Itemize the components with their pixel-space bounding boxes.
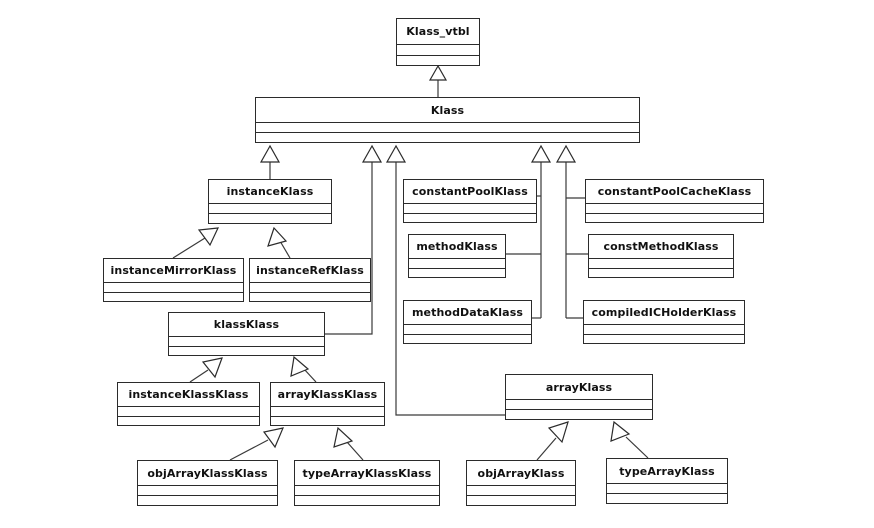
edge-typearrayklassklass-to-arrayklassklass: [333, 426, 364, 461]
uml-operations-compartment-compiledICHolderKlass: [584, 335, 744, 344]
uml-class-name-arrayKlass: arrayKlass: [506, 375, 652, 400]
uml-operations-compartment-arrayKlassKlass: [271, 417, 384, 426]
edge-klass-to-klass-vtbl: [428, 64, 448, 97]
uml-attributes-compartment-instanceKlass: [209, 204, 331, 214]
uml-attributes-compartment-klass: [256, 123, 639, 133]
uml-class-name-instanceRefKlass: instanceRefKlass: [250, 259, 370, 283]
uml-attributes-compartment-methodDataKlass: [404, 325, 531, 335]
uml-class-instanceMirrorKlass[interactable]: instanceMirrorKlass: [103, 258, 244, 302]
uml-attributes-compartment-constantPoolKlass: [404, 204, 536, 214]
uml-operations-compartment-typeArrayKlass: [607, 494, 727, 503]
uml-class-methodKlass[interactable]: methodKlass: [408, 234, 506, 278]
uml-class-arrayKlassKlass[interactable]: arrayKlassKlass: [270, 382, 385, 426]
uml-class-name-methodDataKlass: methodDataKlass: [404, 301, 531, 325]
uml-class-name-constantPoolCacheKlass: constantPoolCacheKlass: [586, 180, 763, 204]
uml-class-name-constMethodKlass: constMethodKlass: [589, 235, 733, 259]
uml-class-name-objArrayKlassKlass: objArrayKlassKlass: [138, 461, 277, 486]
edge-instancerefklass-to-instanceklass: [267, 226, 291, 259]
edge-middle-column-to-klass: [506, 144, 552, 319]
uml-attributes-compartment-arrayKlass: [506, 400, 652, 410]
uml-attributes-compartment-methodKlass: [409, 259, 505, 269]
uml-class-name-klass: Klass: [256, 98, 639, 123]
uml-operations-compartment-instanceKlassKlass: [118, 417, 259, 426]
uml-attributes-compartment-constantPoolCacheKlass: [586, 204, 763, 214]
uml-attributes-compartment-constMethodKlass: [589, 259, 733, 269]
uml-operations-compartment-instanceMirrorKlass: [104, 293, 243, 302]
uml-class-klassKlass[interactable]: klassKlass: [168, 312, 325, 356]
edge-instanceklassklass-to-klasskass: [189, 357, 223, 383]
edge-klasskass-to-klass: [325, 144, 383, 335]
uml-operations-compartment-instanceKlass: [209, 214, 331, 223]
uml-class-name-arrayKlassKlass: arrayKlassKlass: [271, 383, 384, 407]
uml-operations-compartment-methodDataKlass: [404, 335, 531, 344]
uml-attributes-compartment-compiledICHolderKlass: [584, 325, 744, 335]
uml-class-typeArrayKlassKlass[interactable]: typeArrayKlassKlass: [294, 460, 440, 506]
uml-attributes-compartment-typeArrayKlassKlass: [295, 486, 439, 496]
uml-class-name-typeArrayKlass: typeArrayKlass: [607, 459, 727, 484]
uml-class-name-instanceKlass: instanceKlass: [209, 180, 331, 204]
uml-class-instanceKlassKlass[interactable]: instanceKlassKlass: [117, 382, 260, 426]
uml-class-objArrayKlassKlass[interactable]: objArrayKlassKlass: [137, 460, 278, 506]
uml-attributes-compartment-instanceRefKlass: [250, 283, 370, 293]
edge-typearrayklass-to-arrayklass: [610, 420, 649, 459]
uml-operations-compartment-objArrayKlass: [467, 496, 575, 505]
uml-operations-compartment-klass: [256, 133, 639, 142]
edge-objarrayklass-to-arrayklass: [536, 421, 569, 461]
uml-class-klass[interactable]: Klass: [255, 97, 640, 143]
uml-operations-compartment-constMethodKlass: [589, 269, 733, 278]
uml-class-klass_vtbl[interactable]: Klass_vtbl: [396, 18, 480, 66]
uml-class-name-klass_vtbl: Klass_vtbl: [397, 19, 479, 45]
uml-attributes-compartment-objArrayKlass: [467, 486, 575, 496]
uml-class-instanceRefKlass[interactable]: instanceRefKlass: [249, 258, 371, 302]
uml-class-constantPoolCacheKlass[interactable]: constantPoolCacheKlass: [585, 179, 764, 223]
uml-class-constantPoolKlass[interactable]: constantPoolKlass: [403, 179, 537, 223]
uml-operations-compartment-arrayKlass: [506, 410, 652, 419]
uml-class-name-instanceKlassKlass: instanceKlassKlass: [118, 383, 259, 407]
uml-class-arrayKlass[interactable]: arrayKlass: [505, 374, 653, 420]
uml-class-name-typeArrayKlassKlass: typeArrayKlassKlass: [295, 461, 439, 486]
uml-operations-compartment-klass_vtbl: [397, 56, 479, 66]
uml-attributes-compartment-klassKlass: [169, 337, 324, 347]
uml-class-instanceKlass[interactable]: instanceKlass: [208, 179, 332, 224]
uml-operations-compartment-constantPoolKlass: [404, 214, 536, 223]
edge-instanceklass-to-klass: [259, 144, 281, 179]
uml-attributes-compartment-klass_vtbl: [397, 45, 479, 56]
uml-class-name-compiledICHolderKlass: compiledICHolderKlass: [584, 301, 744, 325]
uml-operations-compartment-klassKlass: [169, 347, 324, 356]
uml-class-constMethodKlass[interactable]: constMethodKlass: [588, 234, 734, 278]
uml-class-methodDataKlass[interactable]: methodDataKlass: [403, 300, 532, 344]
uml-class-name-objArrayKlass: objArrayKlass: [467, 461, 575, 486]
uml-operations-compartment-constantPoolCacheKlass: [586, 214, 763, 223]
uml-class-name-constantPoolKlass: constantPoolKlass: [404, 180, 536, 204]
edge-objarrayklassklass-to-arrayklassklass: [229, 427, 284, 461]
uml-class-name-methodKlass: methodKlass: [409, 235, 505, 259]
uml-attributes-compartment-arrayKlassKlass: [271, 407, 384, 417]
uml-class-name-instanceMirrorKlass: instanceMirrorKlass: [104, 259, 243, 283]
uml-class-typeArrayKlass[interactable]: typeArrayKlass: [606, 458, 728, 504]
uml-attributes-compartment-instanceKlassKlass: [118, 407, 259, 417]
uml-attributes-compartment-typeArrayKlass: [607, 484, 727, 494]
uml-attributes-compartment-instanceMirrorKlass: [104, 283, 243, 293]
uml-operations-compartment-methodKlass: [409, 269, 505, 278]
uml-attributes-compartment-objArrayKlassKlass: [138, 486, 277, 496]
edge-arrayklassklass-to-klasskass: [290, 355, 317, 383]
uml-class-compiledICHolderKlass[interactable]: compiledICHolderKlass: [583, 300, 745, 344]
edge-instancemirrorklass-to-instanceklass: [172, 227, 219, 259]
edge-right-column-to-klass: [555, 144, 588, 319]
edge-arrayklass-to-klass: [385, 144, 505, 416]
uml-class-objArrayKlass[interactable]: objArrayKlass: [466, 460, 576, 506]
uml-operations-compartment-objArrayKlassKlass: [138, 496, 277, 505]
uml-operations-compartment-typeArrayKlassKlass: [295, 496, 439, 505]
uml-operations-compartment-instanceRefKlass: [250, 293, 370, 302]
uml-class-name-klassKlass: klassKlass: [169, 313, 324, 337]
